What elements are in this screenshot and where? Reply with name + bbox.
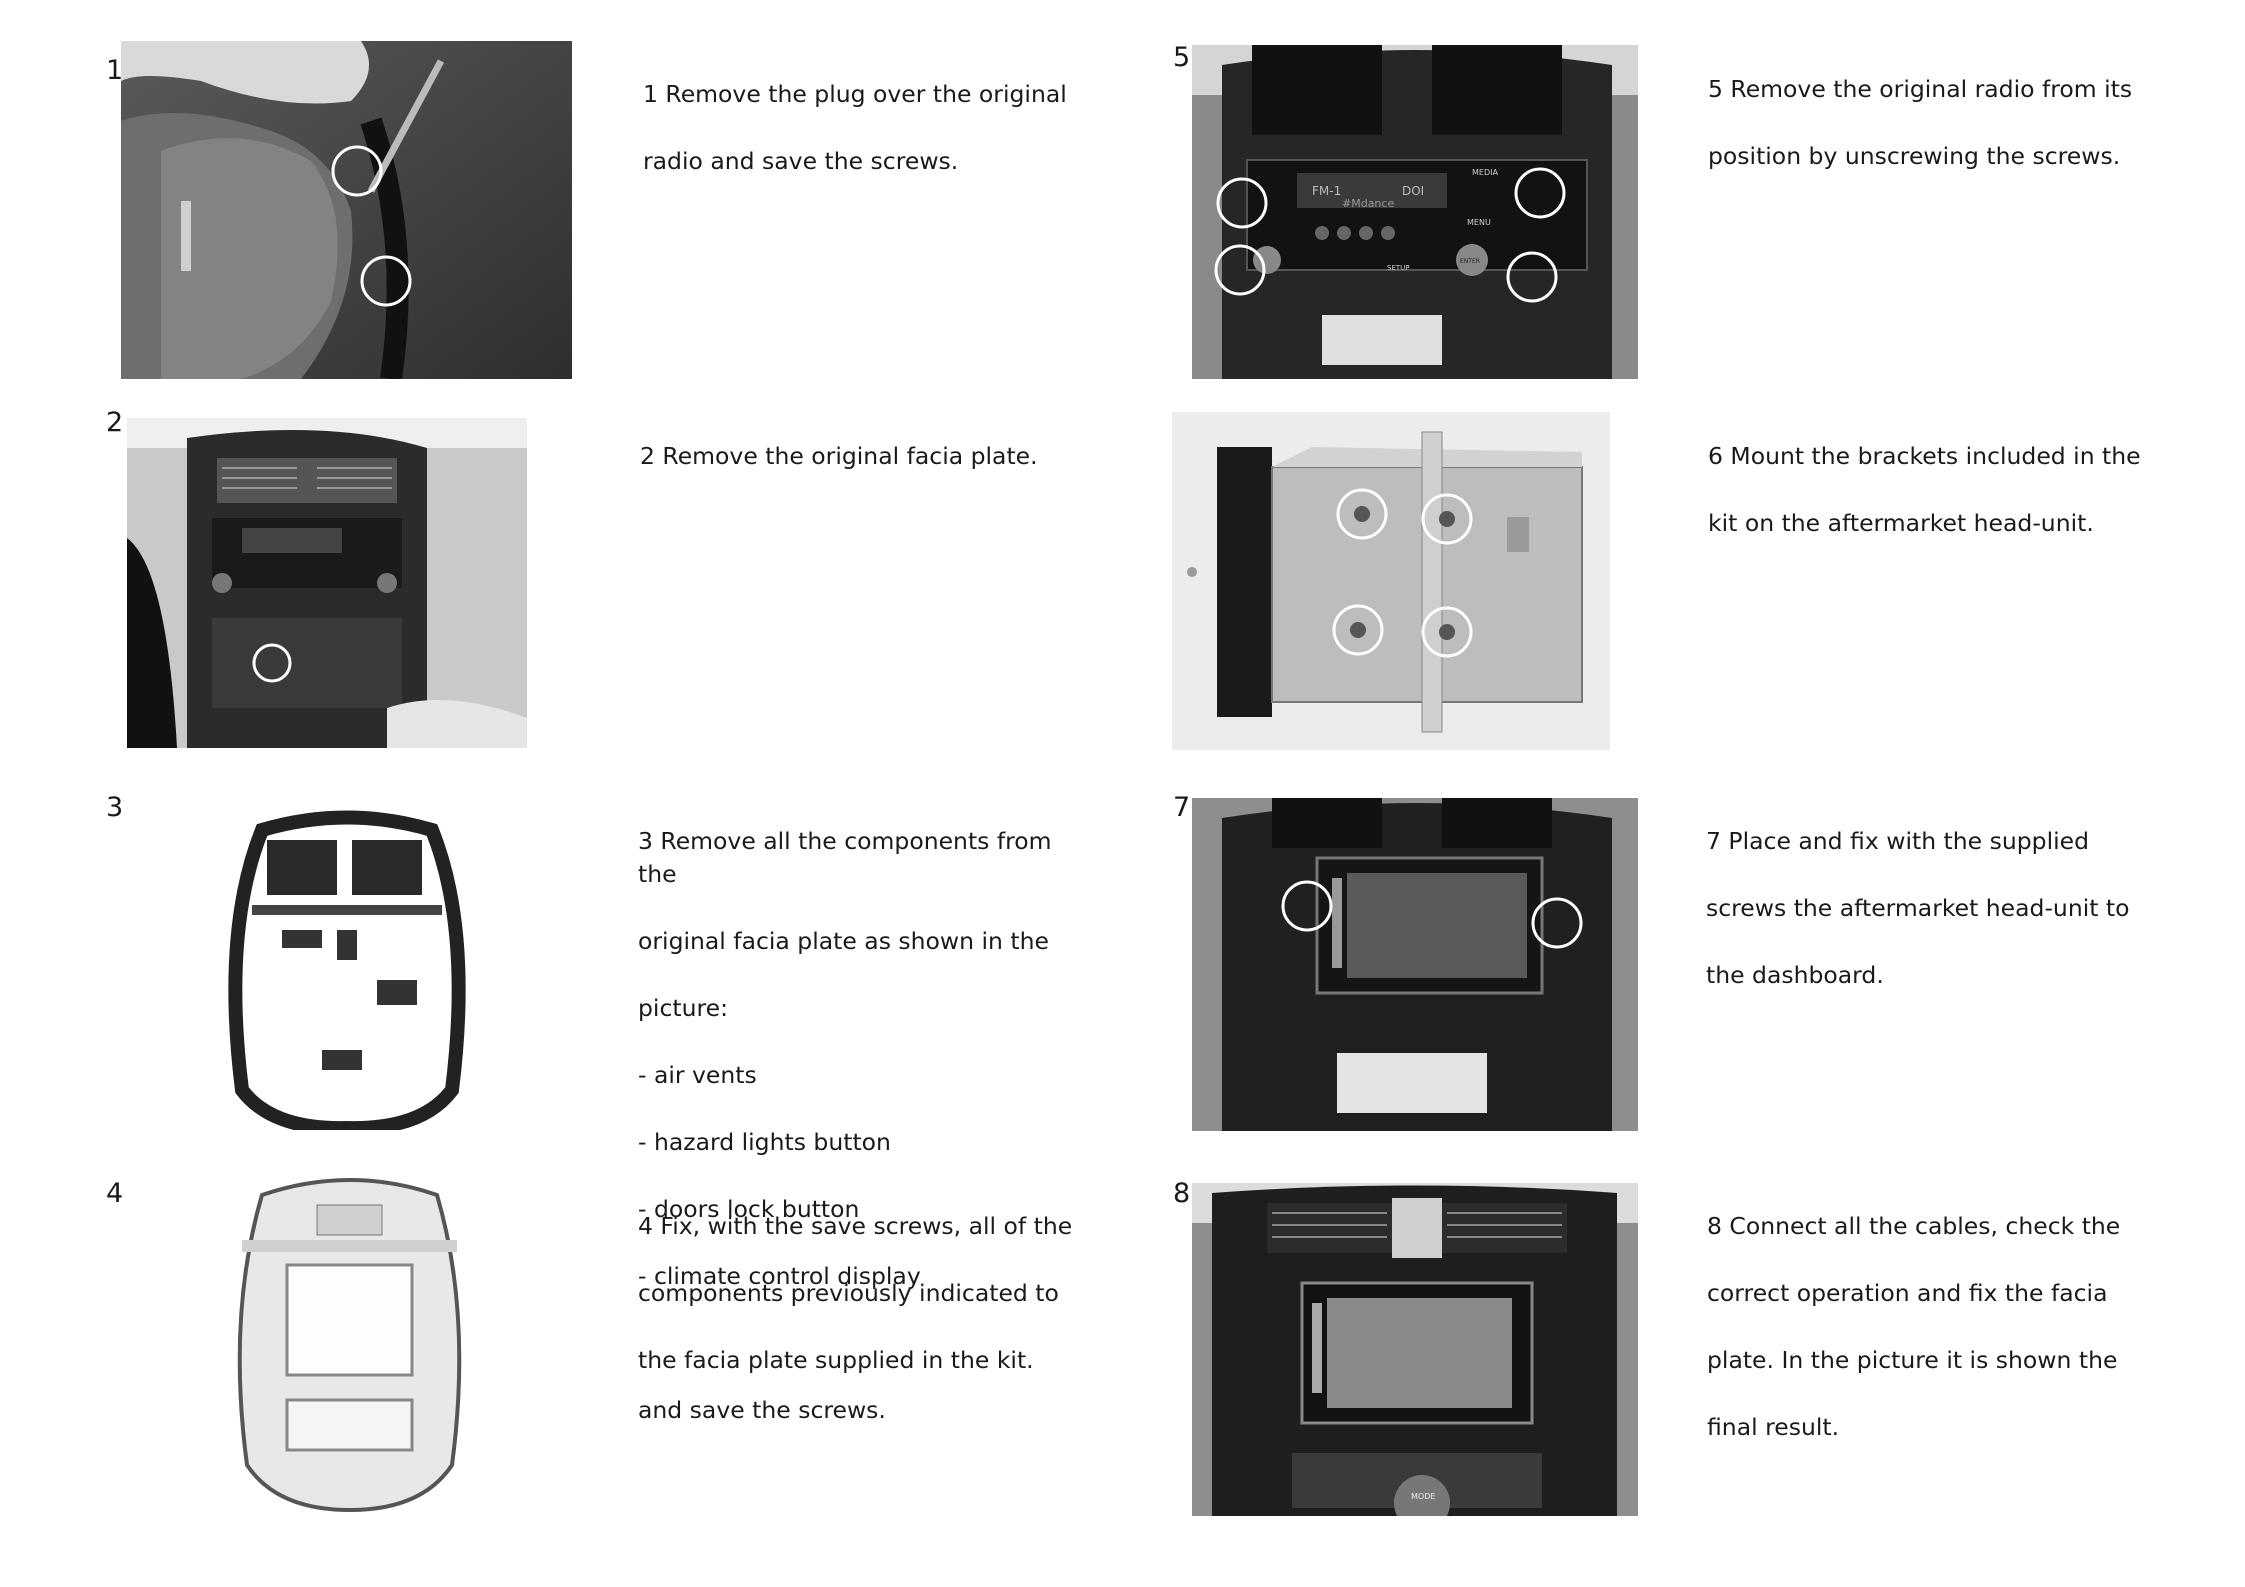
step-1-photo [121, 41, 572, 379]
step-4-line: components previously indicated to [638, 1278, 1059, 1307]
step-8-number: 8 [1173, 1178, 1191, 1209]
step-3-list-item: - climate control display [638, 1262, 921, 1290]
step-7-text: 7 Place and fix with the supplied screws… [1706, 791, 2156, 1026]
step-7-line: the dashboard. [1706, 960, 1884, 989]
step-4-text: 4 Fix, with the save screws, all of the … [638, 1176, 1088, 1411]
step-4-photo [222, 1165, 477, 1518]
step-3-text: 3 Remove all the components from the ori… [638, 791, 1088, 1461]
step-5-text: 5 Remove the original radio from its pos… [1708, 39, 2158, 207]
step-3-list-item: - air vents [638, 1061, 757, 1089]
step-6-text: 6 Mount the brackets included in the kit… [1708, 406, 2158, 574]
step-2-line: 2 Remove the original facia plate. [640, 441, 1038, 470]
step-1-number: 1 [106, 55, 124, 86]
step-1-line: radio and save the screws. [643, 146, 959, 175]
step-4-number: 4 [106, 1178, 124, 1209]
radio-brand-label: #Mdance [1342, 197, 1394, 210]
step-7-photo [1192, 798, 1638, 1131]
step-7-line: screws the aftermarket head-unit to [1706, 893, 2130, 922]
step-4-line: the facia plate supplied in the kit. [638, 1345, 1034, 1374]
step-1-text: 1 Remove the plug over the original radi… [643, 44, 1083, 212]
step-3-line: 3 Remove all the components from the [638, 826, 1052, 889]
step-8-photo: MODE [1192, 1183, 1638, 1516]
step-6-photo [1172, 412, 1610, 750]
radio-setup-label: SETUP [1387, 264, 1410, 272]
step-5-line: 5 Remove the original radio from its [1708, 74, 2133, 103]
step-8-line: correct operation and fix the facia [1707, 1278, 2108, 1307]
step-6-line: 6 Mount the brackets included in the [1708, 441, 2141, 470]
climate-mode-label: MODE [1411, 1492, 1435, 1501]
step-7-line: 7 Place and fix with the supplied [1706, 826, 2089, 855]
step-8-line: plate. In the picture it is shown the [1707, 1345, 2118, 1374]
radio-enter-label: ENTER [1460, 258, 1480, 265]
step-2-photo [127, 418, 527, 748]
step-7-number: 7 [1173, 792, 1191, 823]
step-8-line: 8 Connect all the cables, check the [1707, 1211, 2121, 1240]
step-1-line: 1 Remove the plug over the original [643, 79, 1067, 108]
step-3-list-item: - doors lock button [638, 1195, 860, 1223]
step-3-line: and save the screws. [638, 1396, 886, 1424]
step-3-line: original facia plate as shown in the [638, 927, 1049, 955]
radio-station-label: FM-1 [1312, 184, 1341, 198]
step-5-photo: FM-1 DOI #Mdance MEDIA MENU SETUP ENTER [1192, 45, 1638, 379]
step-2-text: 2 Remove the original facia plate. [640, 406, 1080, 507]
step-3-list-item: - hazard lights button [638, 1128, 891, 1156]
step-8-text: 8 Connect all the cables, check the corr… [1707, 1176, 2157, 1478]
step-5-number: 5 [1173, 42, 1191, 73]
step-5-line: position by unscrewing the screws. [1708, 141, 2121, 170]
radio-freq-label: DOI [1402, 184, 1424, 198]
step-4-line: 4 Fix, with the save screws, all of the [638, 1211, 1073, 1240]
step-3-line: picture: [638, 994, 728, 1022]
step-6-line: kit on the aftermarket head-unit. [1708, 508, 2094, 537]
step-8-line: final result. [1707, 1412, 1840, 1441]
radio-menu-label: MENU [1467, 218, 1491, 227]
step-2-number: 2 [106, 407, 124, 438]
step-3-number: 3 [106, 792, 124, 823]
radio-media-label: MEDIA [1472, 168, 1498, 177]
step-3-photo [222, 810, 472, 1130]
